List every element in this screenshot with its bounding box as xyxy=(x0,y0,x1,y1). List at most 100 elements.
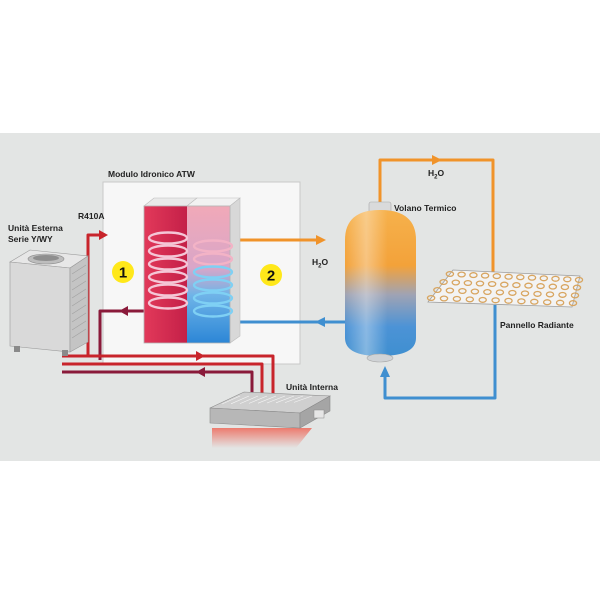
grille-slat xyxy=(71,328,87,339)
indoor-grille-slat xyxy=(221,395,241,405)
panel-coil-loop xyxy=(500,281,509,288)
indoor-unit-icon xyxy=(209,391,332,448)
panel-coil-loop xyxy=(478,296,487,303)
indoor-grille-slat xyxy=(230,395,250,405)
panel-coil-loop xyxy=(426,294,436,302)
buffer-tank-icon xyxy=(345,201,416,363)
panel-coil-loop xyxy=(439,295,449,302)
circuit-1-label: 1 xyxy=(119,265,127,282)
indoor-grille-slat xyxy=(239,395,259,404)
grille-slat xyxy=(71,264,87,275)
indoor-grille-slat xyxy=(275,395,295,404)
panel-coil-loop xyxy=(548,283,558,290)
radiant-panel-label: Pannello Radiante xyxy=(500,320,574,330)
indoor-grille-slat xyxy=(257,395,277,404)
panel-coil-loop xyxy=(470,288,480,295)
panel-coil-loop xyxy=(570,292,580,299)
grille-slat xyxy=(71,280,87,291)
flow-arrow-icon xyxy=(196,367,205,377)
panel-coil-loop xyxy=(492,273,502,280)
panel-coil-loop xyxy=(517,298,526,305)
indoor-grille-slat xyxy=(293,395,313,403)
refrigerant-label: R410A xyxy=(78,211,104,221)
panel-coil-loop xyxy=(568,300,578,307)
panel-coil-loop xyxy=(530,298,539,305)
indoor-unit-label: Unità Interna xyxy=(286,382,338,392)
flow-arrow-icon xyxy=(315,317,325,327)
panel-coil-loop xyxy=(483,288,492,296)
grille-slat xyxy=(71,288,87,299)
heat-exchanger-icon xyxy=(143,197,241,344)
panel-coil-loop xyxy=(458,287,467,295)
indoor-return-pipe-2 xyxy=(62,370,254,398)
panel-coil-loop xyxy=(439,278,448,286)
panel-coil-loop xyxy=(508,289,517,296)
grille-slat xyxy=(71,320,87,331)
refrigerant-return-pipe xyxy=(98,309,144,360)
panel-coil-loop xyxy=(445,287,455,294)
grille-slat xyxy=(71,272,87,283)
panel-coil-loop xyxy=(527,274,537,281)
flow-arrow-icon xyxy=(432,155,442,165)
panel-coil-loop xyxy=(551,275,560,282)
circuit-2-badge: 2 xyxy=(260,264,282,286)
panel-coil-loop xyxy=(545,291,555,298)
refrigerant-circuit xyxy=(62,230,275,398)
panel-coil-loop xyxy=(536,283,545,290)
panel-coil-loop xyxy=(463,279,473,287)
panel-coil-loop xyxy=(491,297,500,304)
flow-arrow-icon xyxy=(196,351,205,361)
cold-water-panel-pipe xyxy=(383,305,497,400)
outdoor-unit-series-label: Serie Y/WY xyxy=(8,234,53,244)
panel-coil-loop xyxy=(465,296,475,303)
indoor-grille-slat xyxy=(248,395,268,404)
panel-coil-loop xyxy=(533,290,542,297)
panel-coil-loop xyxy=(495,289,505,296)
panel-coil-loop xyxy=(487,280,497,288)
indoor-supply-pipe xyxy=(62,354,275,398)
panel-coil-loop xyxy=(445,270,455,278)
flow-arrow-icon xyxy=(119,306,128,316)
panel-coil-loop xyxy=(524,282,533,289)
grille-slat xyxy=(71,304,87,315)
circuit-2-label: 2 xyxy=(267,268,275,285)
panel-coil-loop xyxy=(480,272,490,279)
circuit-1-badge: 1 xyxy=(112,261,134,283)
water-label-left: H2O xyxy=(312,257,328,270)
panel-coil-loop xyxy=(555,299,565,306)
flow-arrow-icon xyxy=(99,230,108,240)
outdoor-unit-label: Unità Esterna xyxy=(8,223,63,233)
water-label-top: H2O xyxy=(428,168,444,181)
panel-coil-loop xyxy=(451,279,461,286)
panel-coil-loop xyxy=(457,271,466,278)
panel-coil-loop xyxy=(433,286,442,294)
buffer-tank-label: Volano Termico xyxy=(394,203,457,213)
panel-coil-loop xyxy=(574,276,584,283)
panel-coil-loop xyxy=(520,290,530,297)
panel-coil-loop xyxy=(539,275,549,282)
panel-coil-loop xyxy=(504,273,513,280)
outdoor-unit-icon xyxy=(9,249,89,356)
panel-coil-loop xyxy=(512,282,521,289)
panel-coil-loop xyxy=(475,280,485,287)
indoor-grille-slat xyxy=(284,395,304,403)
panel-coil-loop xyxy=(452,295,462,302)
panel-coil-loop xyxy=(516,274,525,281)
indoor-grille-slat xyxy=(266,395,286,404)
flow-arrow-icon xyxy=(316,235,326,245)
indoor-return-pipe xyxy=(62,362,264,398)
panel-coil-loop xyxy=(469,272,478,279)
hydronic-module-label: Modulo Idronico ATW xyxy=(108,169,196,179)
flow-arrow-icon xyxy=(380,366,390,377)
panel-coil-loop xyxy=(504,297,513,304)
grille-slat xyxy=(71,312,87,323)
grille-slat xyxy=(71,296,87,307)
panel-coil-loop xyxy=(563,276,572,283)
panel-coil-loop xyxy=(542,299,552,306)
radiant-panel-icon xyxy=(426,269,584,308)
panel-coil-loop xyxy=(572,284,582,291)
labels: Unità Esterna Serie Y/WY R410A Modulo Id… xyxy=(8,168,574,392)
water-circuit xyxy=(240,155,497,400)
panel-coil-loop xyxy=(558,291,567,298)
